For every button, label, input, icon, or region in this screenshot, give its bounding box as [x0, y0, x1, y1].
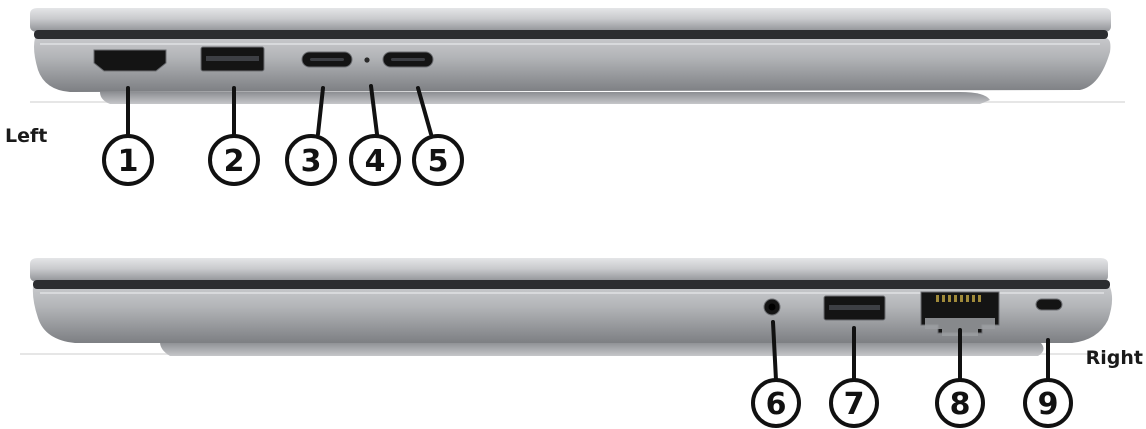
usb-c-tongue [310, 58, 344, 61]
callout-6: 6 [751, 378, 801, 428]
led-indicator-icon [364, 57, 370, 63]
side-label-right: Right [1086, 347, 1143, 369]
right-side-view: Right 6 7 8 9 [20, 258, 1143, 428]
left-side-view: Left 1 2 3 4 5 [5, 8, 1125, 186]
right-leader-lines [771, 320, 1050, 382]
usb-c-tongue-2 [391, 58, 425, 61]
callout-3: 3 [285, 134, 337, 186]
callout-9: 9 [1023, 378, 1073, 428]
side-label-left: Left [5, 125, 47, 147]
laptop-lid [30, 8, 1111, 32]
svg-text:7: 7 [844, 387, 865, 422]
hdmi-port-icon [93, 49, 167, 72]
svg-text:1: 1 [118, 144, 139, 179]
usb-a-tongue-right [829, 305, 880, 310]
svg-text:5: 5 [428, 144, 449, 179]
laptop-base [34, 38, 1111, 92]
laptop-base-bottom-right [160, 342, 1044, 356]
svg-text:9: 9 [1038, 387, 1059, 422]
callout-1: 1 [102, 134, 154, 186]
callout-7: 7 [829, 378, 879, 428]
callout-8: 8 [935, 378, 985, 428]
left-leader-lines [126, 84, 433, 136]
rj45-flap [925, 318, 995, 336]
security-lock-slot-icon [1035, 298, 1063, 311]
usb-a-tongue [206, 56, 259, 61]
svg-text:6: 6 [766, 387, 787, 422]
svg-text:3: 3 [301, 144, 322, 179]
callout-5: 5 [412, 134, 464, 186]
callout-2: 2 [208, 134, 260, 186]
callout-4: 4 [349, 134, 401, 186]
audio-jack-inner [768, 303, 776, 311]
rj45-pins [936, 295, 981, 302]
svg-text:8: 8 [950, 387, 971, 422]
svg-text:4: 4 [365, 144, 386, 179]
lid-seam [34, 30, 1108, 39]
svg-text:2: 2 [224, 144, 245, 179]
lid-seam-right [33, 280, 1110, 289]
laptop-lid-right [30, 258, 1108, 282]
